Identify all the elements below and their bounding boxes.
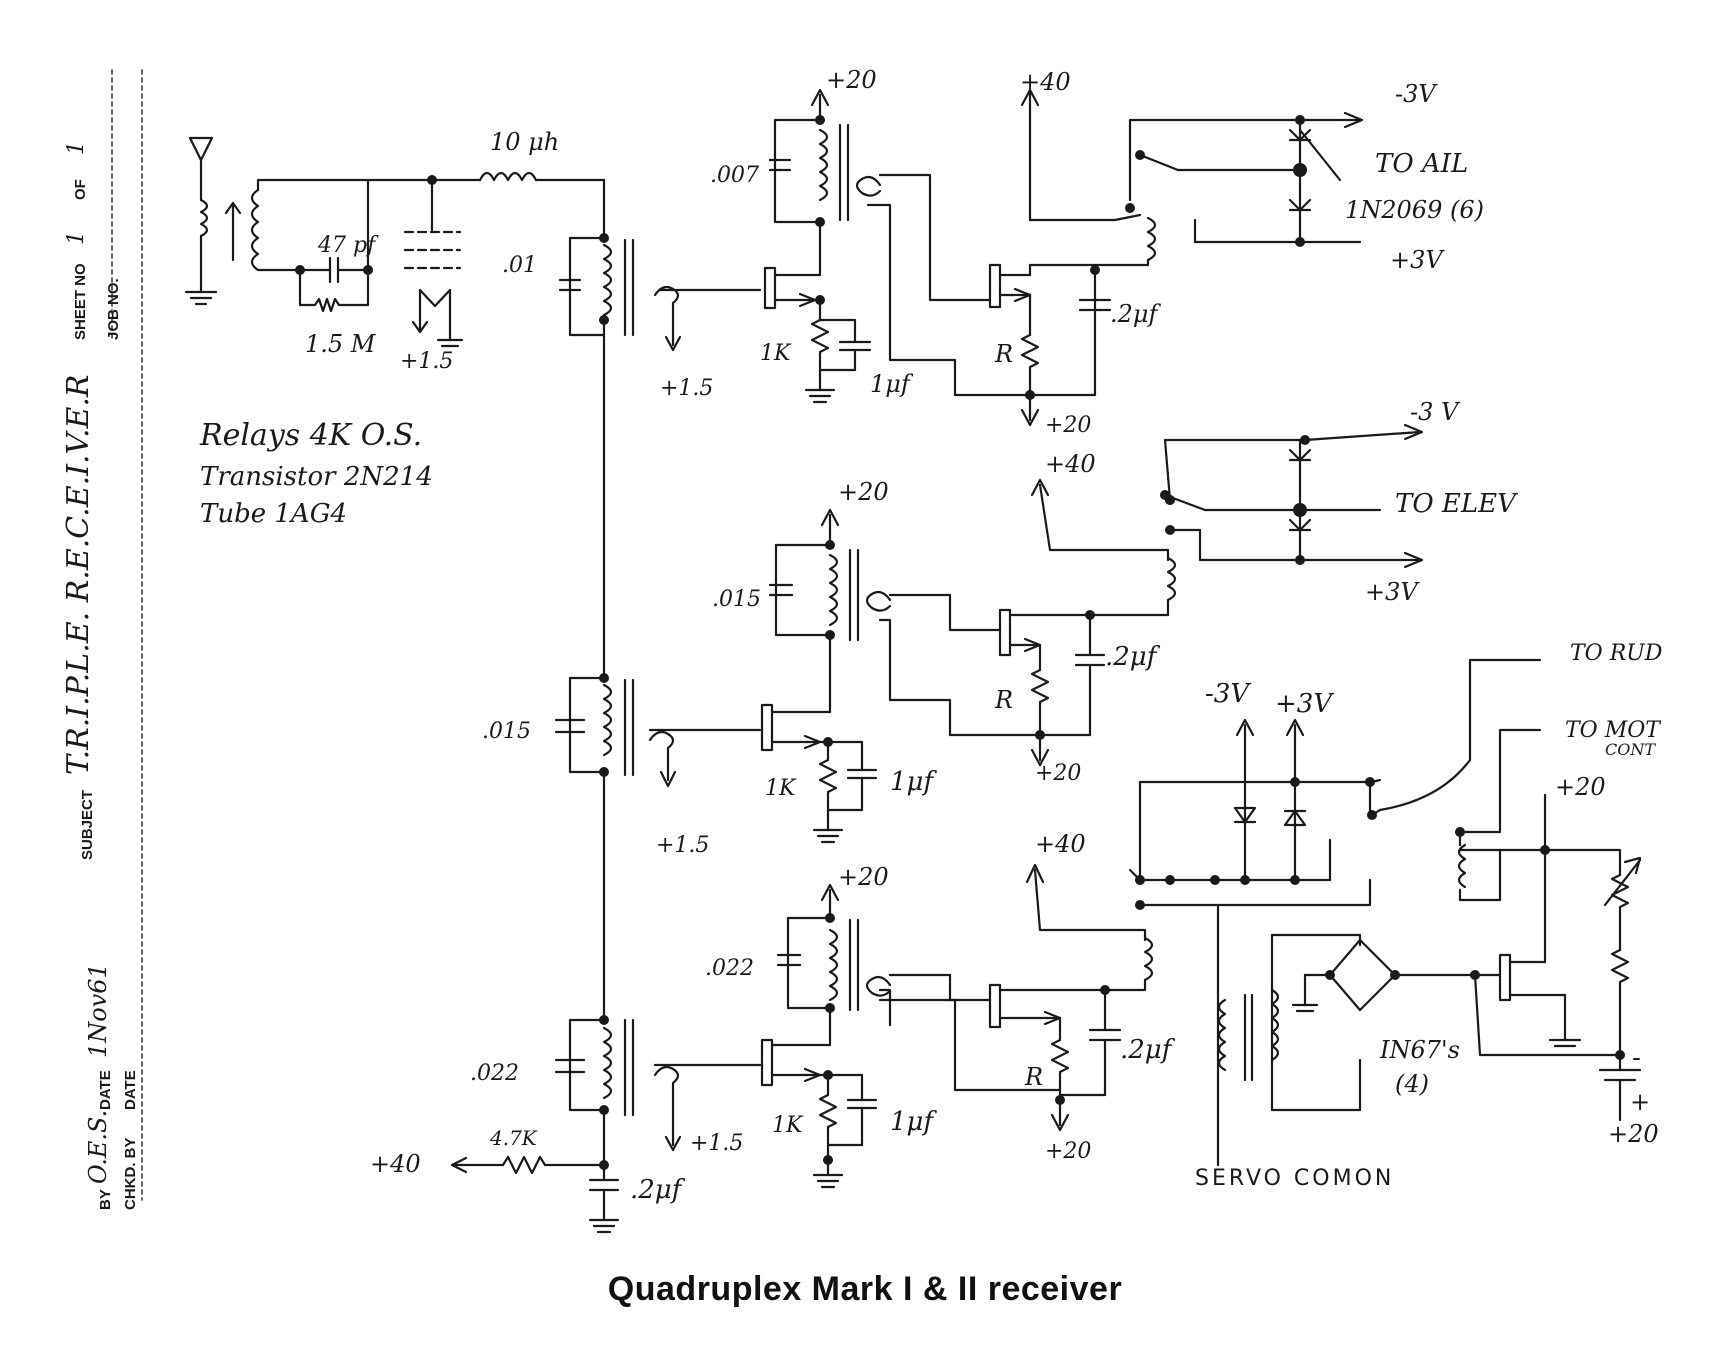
sheet-no-value: 1 xyxy=(64,231,89,245)
label-2uf-c: .2μf xyxy=(1120,1035,1176,1065)
label-to-mot: TO MOT xyxy=(1565,718,1662,743)
label-20-r2: +20 xyxy=(1608,1120,1659,1148)
battery-plus: + xyxy=(1630,1088,1650,1116)
note-tube: Tube 1AG4 xyxy=(200,499,347,529)
note-relays: Relays 4K O.S. xyxy=(199,418,422,453)
label-40-a: +40 xyxy=(1020,68,1071,96)
label-10uh: 10 μh xyxy=(490,128,559,156)
label-2uf-a: .2μf xyxy=(1110,300,1161,328)
label-007: .007 xyxy=(710,163,759,188)
label-r-a: R xyxy=(994,340,1013,368)
subject-value: T.R.I.P.L.E. R.E.C.E.I.V.E.R xyxy=(61,374,96,775)
label-1-5-a: +1.5 xyxy=(660,376,713,401)
label-cont: CONT xyxy=(1605,740,1656,759)
caption-text: Quadruplex Mark I & II receiver xyxy=(607,1270,1123,1308)
front-end xyxy=(184,136,606,348)
label-01: .01 xyxy=(502,253,537,278)
label-20-a: +20 xyxy=(826,66,877,94)
of-value: 1 xyxy=(64,141,89,155)
label-neg3-r: -3V xyxy=(1205,679,1251,709)
label-to-elev: TO ELEV xyxy=(1395,489,1518,519)
label-2uf-b: .2μf xyxy=(1105,642,1161,672)
label-40-c: +40 xyxy=(1035,830,1086,858)
label-pos3-a: +3V xyxy=(1390,246,1445,274)
label-to-rud: TO RUD xyxy=(1570,641,1663,666)
label-servo-comon: SERVO COMON xyxy=(1195,1166,1394,1191)
date-value: 1Nov61 xyxy=(84,963,112,1058)
label-1uf-a: 1μf xyxy=(870,370,914,398)
label-pos3-r: +3V xyxy=(1275,689,1334,719)
subject-label: SUBJECT xyxy=(79,790,96,860)
label-1n2069: 1N2069 (6) xyxy=(1345,196,1484,224)
label-20-c2: +20 xyxy=(1045,1139,1091,1164)
date-label: DATE xyxy=(97,1070,114,1110)
label-neg3-a: -3V xyxy=(1395,80,1438,108)
channel-rud xyxy=(653,863,1154,1189)
label-neg3-b: -3 V xyxy=(1410,398,1461,426)
title-block: SHEET NO 1 OF 1 JOB NO. SUBJECT T.R.I.P.… xyxy=(61,69,143,1210)
label-1uf-b: 1μf xyxy=(890,767,937,797)
figure-caption: Quadruplex Mark I & II receiver xyxy=(0,1270,1730,1309)
label-1k-b: 1K xyxy=(765,776,797,801)
label-4-7k: 4.7K xyxy=(489,1126,538,1150)
of-label: OF xyxy=(72,179,89,200)
label-to-ail: TO AIL xyxy=(1375,149,1468,179)
label-2uf-input: .2μf xyxy=(630,1175,686,1205)
label-1uf-c: 1μf xyxy=(890,1107,937,1137)
chkd-date-label: DATE xyxy=(122,1070,139,1110)
label-20-r: +20 xyxy=(1555,773,1606,801)
label-20-b2: +20 xyxy=(1035,761,1081,786)
label-022-c: .022 xyxy=(705,956,754,981)
by-label: BY xyxy=(97,1189,114,1210)
label-in67-count: (4) xyxy=(1395,1070,1429,1098)
label-1k-c: 1K xyxy=(772,1113,804,1138)
component-notes: Relays 4K O.S. Transistor 2N214 Tube 1AG… xyxy=(199,418,433,529)
label-20-b: +20 xyxy=(838,478,889,506)
by-value: O.E.S. xyxy=(84,1110,112,1184)
sheet-no-label: SHEET NO xyxy=(72,263,89,340)
channel-elev xyxy=(648,423,1424,844)
label-20-c: +20 xyxy=(838,863,889,891)
label-1-5-b: +1.5 xyxy=(656,833,709,858)
label-015-bus: .015 xyxy=(482,719,531,744)
label-47pf: 47 pf xyxy=(317,233,379,258)
chkd-by-label: CHKD. BY xyxy=(122,1137,139,1210)
job-no-label: JOB NO. xyxy=(105,278,122,340)
main-bus xyxy=(450,178,635,1234)
label-1k-a: 1K xyxy=(760,341,792,366)
label-r-b: R xyxy=(994,686,1013,714)
label-015-b: .015 xyxy=(712,587,761,612)
label-1-5m: 1.5 M xyxy=(305,330,377,358)
note-transistor: Transistor 2N214 xyxy=(200,462,433,492)
label-022-bus: .022 xyxy=(470,1061,519,1086)
servo-section xyxy=(1128,658,1642,1167)
label-in67: IN67's xyxy=(1379,1036,1460,1064)
label-tube-1-5: +1.5 xyxy=(400,349,453,374)
label-pos3-b: +3V xyxy=(1365,578,1420,606)
label-40-b: +40 xyxy=(1045,450,1096,478)
channel-ail xyxy=(653,88,1364,427)
label-1-5-c: +1.5 xyxy=(690,1131,743,1156)
label-r-c: R xyxy=(1024,1063,1043,1091)
battery-minus: - xyxy=(1632,1043,1641,1073)
label-20-a2: +20 xyxy=(1045,413,1091,438)
label-40-input: +40 xyxy=(370,1150,421,1178)
